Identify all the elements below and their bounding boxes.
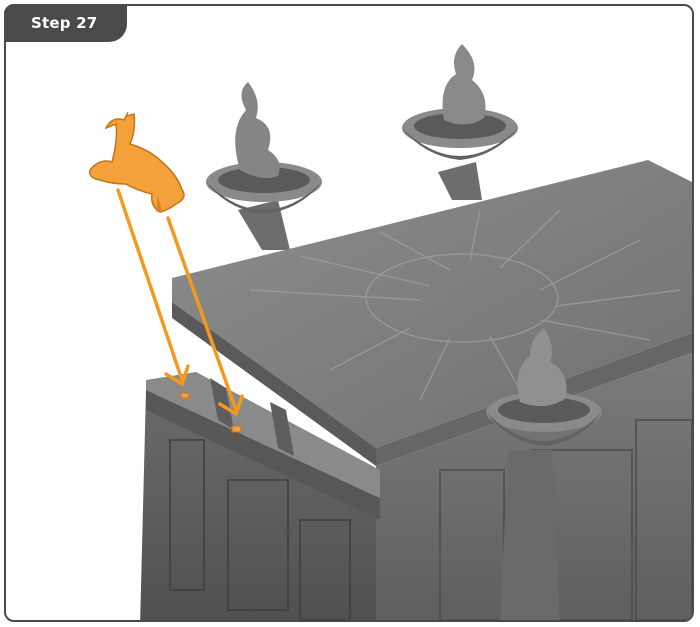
jackal-statue-icon (90, 113, 184, 212)
step-label: Step 27 (31, 14, 97, 32)
part-peg-1 (181, 393, 189, 398)
brazier-back-right (402, 44, 518, 200)
step-badge: Step 27 (4, 4, 127, 42)
part-peg-2 (232, 426, 241, 432)
brazier-back-left (206, 82, 322, 250)
temple-model (140, 160, 700, 627)
